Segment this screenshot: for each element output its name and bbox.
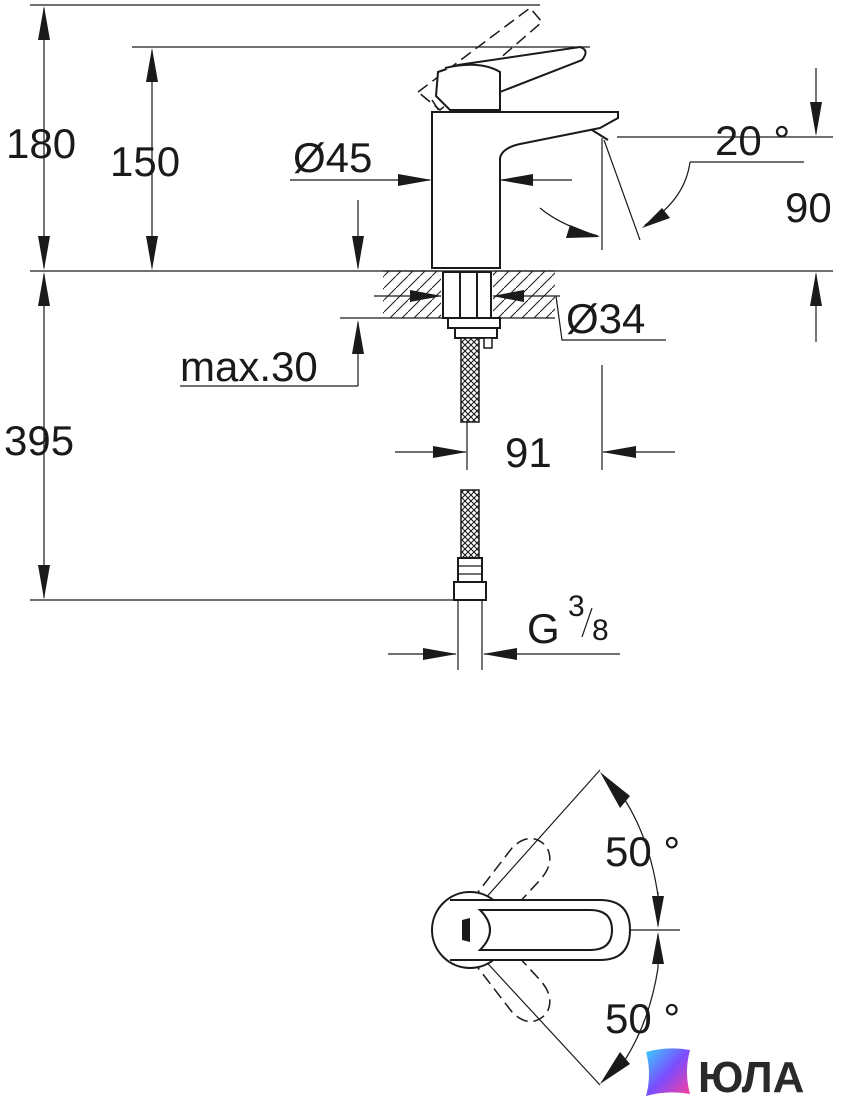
dim-395-label: 395 [4,417,74,464]
dim-max30-label: max.30 [180,343,318,390]
spout-body [431,111,619,269]
lever-raised-outline [416,6,544,111]
lever-rotated-up [471,837,551,919]
dim-180-label: 180 [6,120,76,167]
dimension-height-180: 180 [6,6,76,270]
dim-90-label: 90 [785,184,832,231]
dim-20deg-label: 20 ° [715,117,790,164]
watermark-text: ЮЛА [698,1053,804,1100]
mounting-shank [442,271,492,319]
dim-91-label: 91 [505,429,552,476]
rotation-upper-label: 50 ° [605,828,680,875]
thread-denominator: 8 [592,614,609,647]
lever [434,45,587,111]
supply-hose [453,337,493,670]
dimension-hose-length: 395 [4,272,74,599]
dimension-spout-offset: 90 [785,68,832,342]
dim-150-label: 150 [110,138,180,185]
thread-g: G [527,605,560,652]
watermark-logo: ЮЛА [646,1048,804,1100]
lever-rotated-down [471,941,551,1023]
dimension-height-150: 150 [110,48,180,270]
dimension-spout-angle: 20 ° [539,117,804,241]
faucet-side-view [416,6,619,339]
countertop-section [383,270,555,318]
faucet-top-view: 50 ° 50 ° [431,769,680,1086]
thread-label: G [527,605,560,652]
dimension-max-thickness: max.30 [180,200,555,390]
dim-d34-label: Ø34 [566,295,645,342]
dimension-reach: 91 [395,429,675,476]
thread-numerator: 3 [568,590,585,623]
dimension-body-diameter: Ø45 [290,134,572,186]
hose-connector [457,557,483,583]
hose-nut [453,581,487,601]
dim-d45-label: Ø45 [293,134,372,181]
dimension-thread: G 3 8 [388,590,620,660]
yula-logo-icon [646,1048,690,1096]
mounting-nut [447,317,501,329]
rotation-lower-label: 50 ° [605,995,680,1042]
